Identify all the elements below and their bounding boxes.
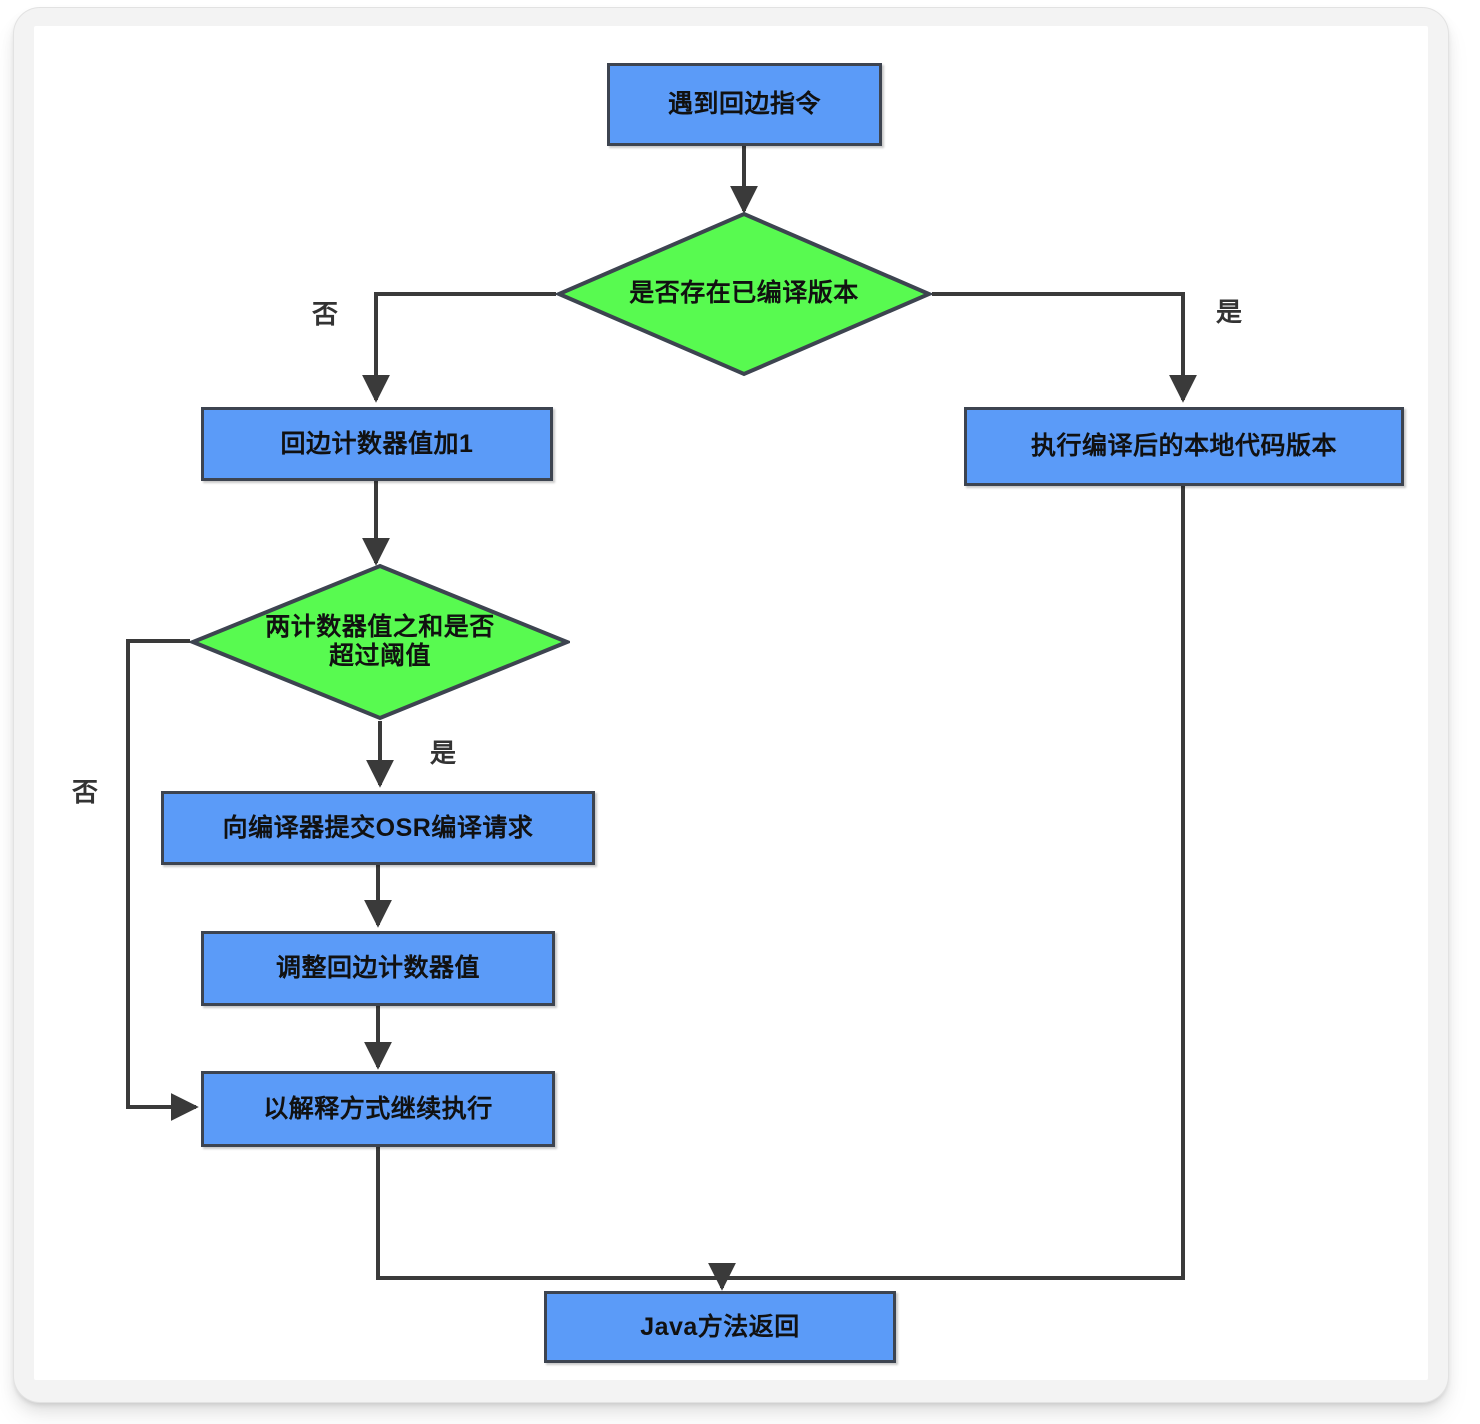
node-label: 以解释方式继续执行 <box>263 1094 493 1123</box>
node-label: 向编译器提交OSR编译请求 <box>222 813 534 842</box>
node-execute-native-code[interactable]: 执行编译后的本地代码版本 <box>964 407 1404 486</box>
edge-label-decision2-yes: 是 <box>430 738 457 768</box>
node-increment-backedge-counter[interactable]: 回边计数器值加1 <box>201 407 553 481</box>
node-label: 遇到回边指令 <box>667 90 821 119</box>
node-java-method-return[interactable]: Java方法返回 <box>544 1291 896 1363</box>
node-label: 回边计数器值加1 <box>280 429 474 458</box>
node-adjust-backedge-counter[interactable]: 调整回边计数器值 <box>201 931 555 1006</box>
node-encounter-backedge[interactable]: 遇到回边指令 <box>607 63 882 146</box>
diamond-shape <box>190 563 570 721</box>
node-continue-interpreting[interactable]: 以解释方式继续执行 <box>201 1071 555 1147</box>
node-submit-osr-request[interactable]: 向编译器提交OSR编译请求 <box>161 791 595 865</box>
edge-label-decision2-no: 否 <box>72 777 99 807</box>
node-label: Java方法返回 <box>640 1312 800 1341</box>
edge-label-decision1-no: 否 <box>312 299 339 329</box>
node-label: 执行编译后的本地代码版本 <box>1030 432 1337 461</box>
node-counters-exceed-threshold[interactable]: 两计数器值之和是否 超过阈值 <box>190 563 570 721</box>
node-label: 调整回边计数器值 <box>275 954 480 983</box>
diamond-shape <box>556 211 932 377</box>
edge-label-decision1-yes: 是 <box>1216 297 1243 327</box>
node-has-compiled-version[interactable]: 是否存在已编译版本 <box>556 211 932 377</box>
